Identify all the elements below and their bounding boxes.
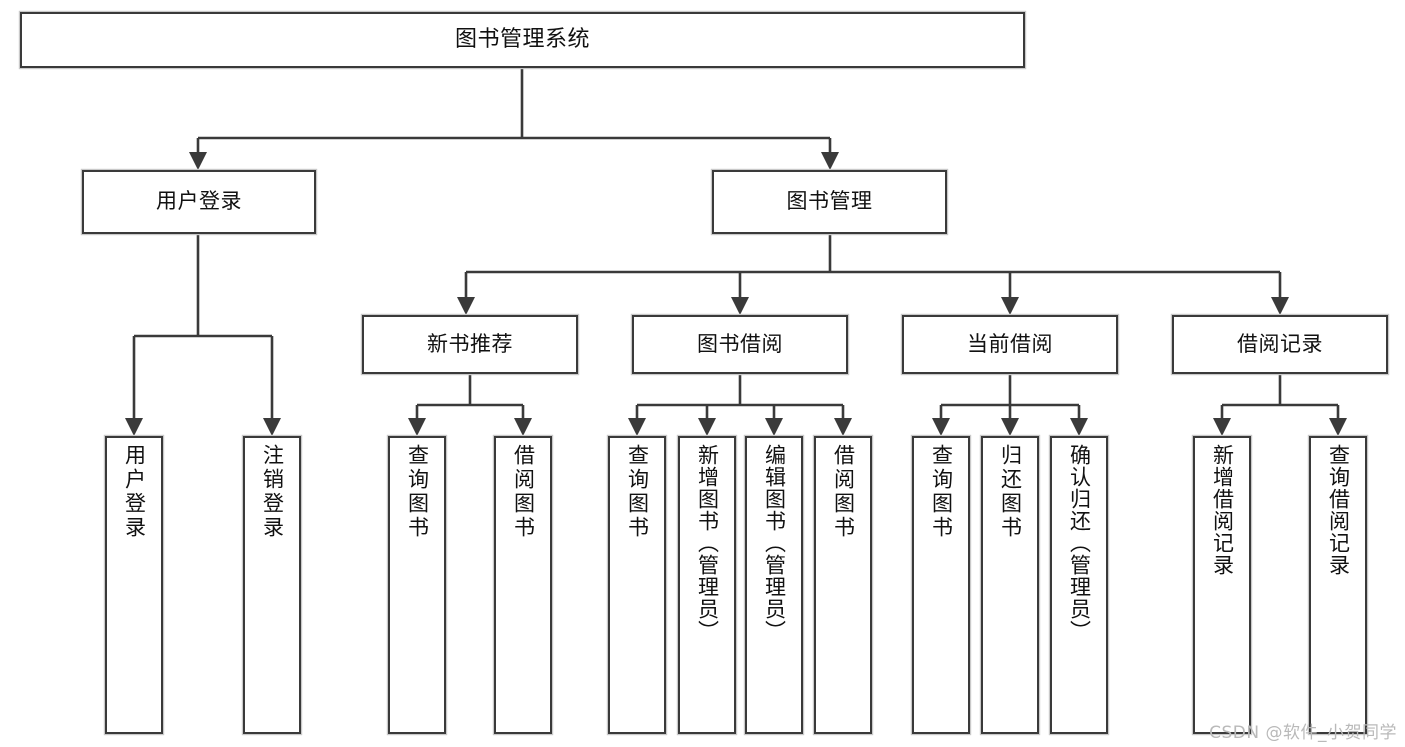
csdn-watermark: CSDN @软件_小贺同学 [1209, 723, 1397, 743]
node-leaf-user-login[interactable]: 用户登录 [105, 436, 163, 734]
node-leaf-add-book[interactable]: 新增图书（管理员） [678, 436, 736, 734]
node-book-borrow[interactable]: 图书借阅 [632, 315, 848, 374]
connector-bookborrow-to-leaves [628, 374, 852, 436]
node-leaf-return-book[interactable]: 归还图书 [981, 436, 1039, 734]
node-leaf-borrow-book-2[interactable]: 借阅图书 [814, 436, 872, 734]
node-leaf-logout[interactable]: 注销登录 [243, 436, 301, 734]
node-borrow-record[interactable]: 借阅记录 [1172, 315, 1388, 374]
node-label-book-manage: 图书管理 [786, 189, 873, 214]
connector-bookmanage-to-level2 [457, 234, 1289, 315]
node-label-new-book-recommend: 新书推荐 [427, 331, 513, 356]
node-label-user-login: 用户登录 [156, 189, 242, 214]
node-root-system[interactable]: 图书管理系统 [20, 12, 1025, 68]
node-book-manage[interactable]: 图书管理 [712, 170, 947, 234]
connector-userlogin-to-leaves [125, 234, 281, 436]
node-label-leaf-query-book-3: 查询图书 [929, 444, 954, 540]
node-leaf-edit-book[interactable]: 编辑图书（管理员） [745, 436, 803, 734]
node-label-leaf-query-record: 查询借阅记录 [1326, 444, 1351, 576]
node-new-book-recommend[interactable]: 新书推荐 [362, 315, 578, 374]
node-label-leaf-add-book: 新增图书（管理员） [695, 444, 720, 642]
node-leaf-query-book-1[interactable]: 查询图书 [388, 436, 446, 734]
node-user-login[interactable]: 用户登录 [82, 170, 316, 234]
node-label-leaf-borrow-book-2: 借阅图书 [831, 444, 856, 540]
node-leaf-borrow-book-1[interactable]: 借阅图书 [494, 436, 552, 734]
node-current-borrow[interactable]: 当前借阅 [902, 315, 1118, 374]
node-label-leaf-borrow-book-1: 借阅图书 [511, 444, 536, 540]
node-label-book-borrow: 图书借阅 [697, 331, 783, 356]
connector-root-to-level1 [189, 68, 839, 170]
node-label-current-borrow: 当前借阅 [967, 331, 1053, 356]
node-label-leaf-query-book-1: 查询图书 [405, 444, 430, 540]
connector-newbook-to-leaves [408, 374, 532, 436]
node-label-borrow-record: 借阅记录 [1237, 331, 1323, 356]
connector-borrowrecord-to-leaves [1213, 374, 1347, 436]
node-leaf-query-book-3[interactable]: 查询图书 [912, 436, 970, 734]
node-leaf-query-book-2[interactable]: 查询图书 [608, 436, 666, 734]
node-label-root: 图书管理系统 [454, 26, 590, 52]
node-label-leaf-query-book-2: 查询图书 [625, 444, 650, 540]
node-leaf-query-record[interactable]: 查询借阅记录 [1309, 436, 1367, 734]
node-label-leaf-confirm-return: 确认归还（管理员） [1067, 444, 1092, 642]
node-label-leaf-user-login: 用户登录 [122, 444, 147, 540]
connector-currentborrow-to-leaves [932, 374, 1088, 436]
node-label-leaf-add-record: 新增借阅记录 [1210, 444, 1235, 576]
node-label-leaf-logout: 注销登录 [260, 444, 285, 540]
node-label-leaf-return-book: 归还图书 [998, 444, 1023, 540]
node-leaf-add-record[interactable]: 新增借阅记录 [1193, 436, 1251, 734]
node-label-leaf-edit-book: 编辑图书（管理员） [762, 444, 787, 642]
node-leaf-confirm-return[interactable]: 确认归还（管理员） [1050, 436, 1108, 734]
